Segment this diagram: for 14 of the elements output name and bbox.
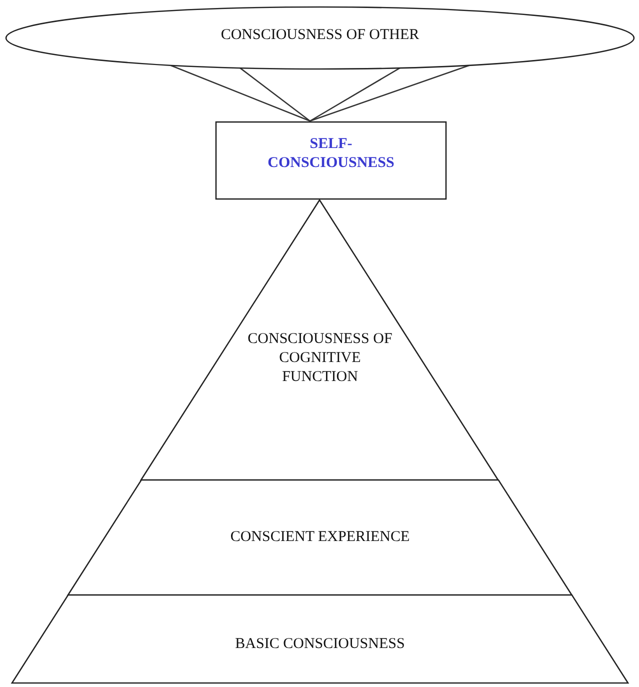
node-label: SELF- CONSCIOUSNESS: [266, 135, 396, 172]
ellipse-node: [5, 6, 635, 70]
node-label: CONSCIOUSNESS OF COGNITIVE FUNCTION: [246, 330, 394, 386]
node-label: CONSCIOUSNESS OF OTHER: [220, 26, 420, 45]
pyramid-layer: [68, 480, 572, 595]
connector-line: [170, 64, 310, 122]
connector-line: [240, 67, 310, 122]
node-label: BASIC CONSCIOUSNESS: [234, 635, 406, 654]
pyramid-layer: [141, 200, 499, 480]
connector-line: [310, 67, 400, 122]
pyramid-layer: [12, 595, 628, 683]
node-label: CONSCIENT EXPERIENCE: [229, 528, 411, 547]
connector-line: [310, 64, 470, 122]
process-box: [215, 121, 447, 200]
